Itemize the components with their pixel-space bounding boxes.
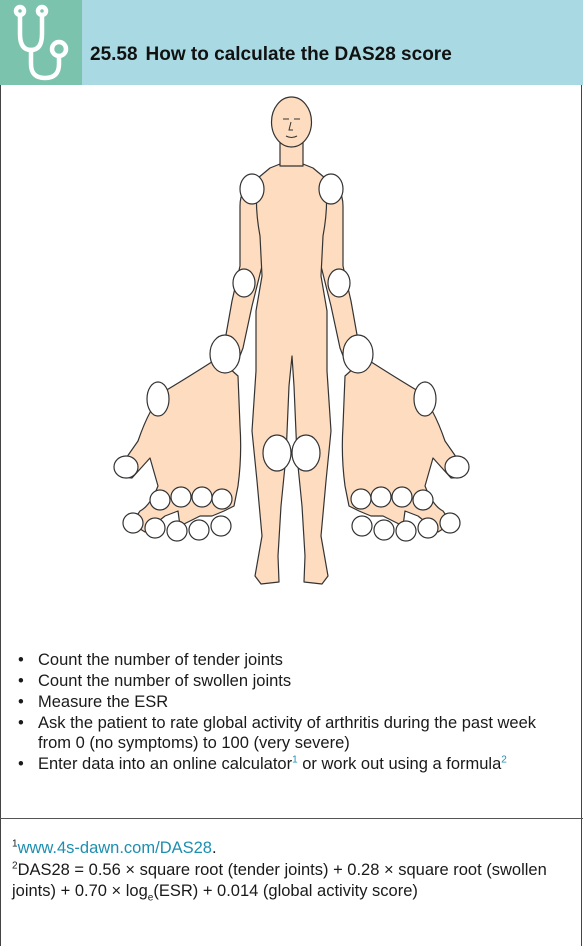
- stethoscope-icon: [0, 0, 82, 85]
- box-number: 25.58: [90, 44, 138, 65]
- footnote-ref-2[interactable]: 2: [501, 755, 507, 766]
- list-item: Measure the ESR: [12, 692, 572, 712]
- footnote-2: 2DAS28 = 0.56 × square root (tender join…: [12, 860, 572, 903]
- list-item: Count the number of swollen joints: [12, 671, 572, 691]
- body-joint-diagram: [0, 86, 583, 640]
- footnote-1: 1www.4s-dawn.com/DAS28.: [12, 838, 572, 860]
- box-title-text: How to calculate the DAS28 score: [146, 44, 452, 65]
- box-title: 25.58 How to calculate the DAS28 score: [90, 44, 452, 66]
- divider: [0, 818, 583, 819]
- footnotes: 1www.4s-dawn.com/DAS28. 2DAS28 = 0.56 × …: [12, 838, 572, 903]
- header-icon-tile: [0, 0, 82, 85]
- list-item: Enter data into an online calculator1 or…: [12, 754, 572, 774]
- instruction-list: Count the number of tender joints Count …: [12, 650, 572, 775]
- calculator-link[interactable]: www.4s-dawn.com/DAS28: [18, 839, 212, 857]
- list-item: Count the number of tender joints: [12, 650, 572, 670]
- box-header: 25.58 How to calculate the DAS28 score: [0, 0, 583, 85]
- list-item: Ask the patient to rate global activity …: [12, 713, 572, 753]
